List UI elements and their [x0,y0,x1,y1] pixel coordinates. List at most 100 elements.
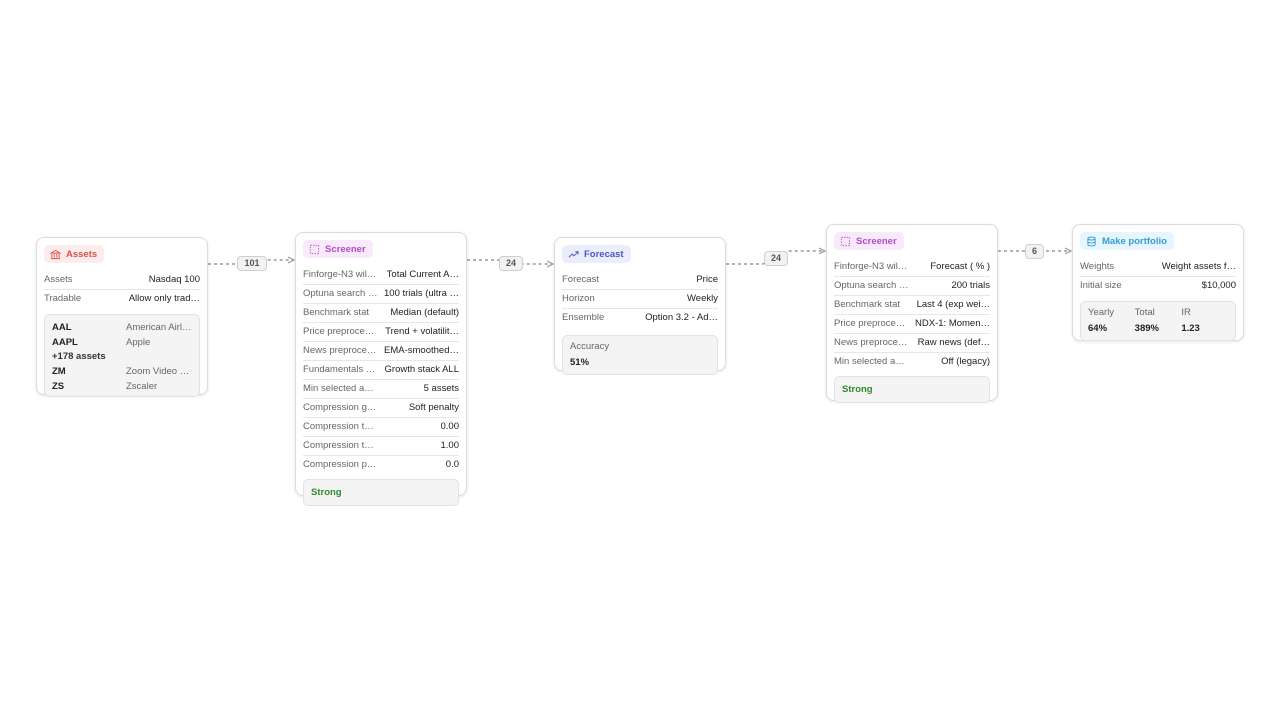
param-row[interactable]: Compression t…1.00 [303,437,459,456]
param-value: 100 trials (ultra … [384,288,459,299]
param-value: Total Current A… [386,269,459,280]
screener-node[interactable]: Screener Finforge-N3 wil…Forecast ( % ) … [826,224,998,403]
stat-label: IR [1181,306,1191,318]
screener-node-header: Screener [834,232,904,250]
param-value: 5 assets [423,383,459,394]
portfolio-params: Weights Weight assets f… Initial size $10,… [1080,258,1236,295]
param-label: Optuna search … [834,280,909,291]
node-title: Make portfolio [1102,235,1167,247]
asset-name: Zscaler [126,380,158,392]
param-row[interactable]: News preproce…EMA-smoothed… [303,342,459,361]
param-row[interactable]: Min selected a… 5 assets [303,380,459,399]
node-title: Screener [325,243,366,255]
param-row[interactable]: Weights Weight assets f… [1080,258,1236,277]
asset-symbol: ZM [52,365,66,377]
param-row[interactable]: Ensemble Option 3.2 - Ad… [562,309,718,327]
param-label: Price preproce… [303,326,375,337]
edge-count-badge: 24 [499,256,523,271]
param-label: Tradable [44,293,82,304]
param-value: Raw news (def… [917,337,990,348]
param-value: Growth stack ALL [384,364,459,375]
asset-symbol: ZS [52,380,65,392]
param-row[interactable]: Compression p…0.0 [303,456,459,474]
param-value: Allow only trad… [128,293,200,304]
node-title: Screener [856,235,897,247]
param-value: Trend + volatilit… [385,326,459,337]
screener-params: Finforge-N3 wil… Total Current A… Optuna … [303,266,459,474]
param-row[interactable]: Optuna search … 200 trials [834,277,990,296]
edge-count-badge: 6 [1025,244,1044,259]
param-value: Option 3.2 - Ad… [645,312,718,323]
param-row[interactable]: Optuna search … 100 trials (ultra … [303,285,459,304]
stat-value: 64% [1088,322,1108,334]
param-value: Forecast ( % ) [930,261,990,272]
param-row[interactable]: Fundamentals … Growth stack ALL [303,361,459,380]
param-row[interactable]: Price preproce… NDX-1: Momen… [834,315,990,334]
stat-label: Total [1134,306,1155,318]
param-label: Compression t… [303,421,374,432]
database-icon [1087,236,1096,246]
param-row[interactable]: Finforge-N3 wil… Total Current A… [303,266,459,285]
screener-params: Finforge-N3 wil…Forecast ( % ) Optuna se… [834,258,990,371]
param-row[interactable]: Min selected a…Off (legacy) [834,353,990,371]
param-label: Fundamentals … [303,364,376,375]
rating-badge: Strong [303,478,459,506]
param-label: News preproce… [834,337,908,348]
portfolio-stats: Yearly 64% Total 389% IR 1.23 [1080,300,1236,341]
stat-label: Yearly [1088,306,1115,318]
param-row[interactable]: Finforge-N3 wil…Forecast ( % ) [834,258,990,277]
param-row[interactable]: News preproce… Raw news (def… [834,334,990,353]
rating-badge: Strong [834,375,990,403]
node-title: Forecast [584,248,624,260]
param-label: Ensemble [562,312,605,323]
param-label: Min selected a… [834,356,905,367]
portfolio-node[interactable]: Make portfolio Weights Weight assets f… I… [1072,224,1244,341]
dashed-square-icon [309,244,320,254]
param-label: News preproce… [303,345,377,356]
bank-icon [50,249,61,259]
accuracy-metric: Accuracy 51% [562,334,718,375]
param-label: Initial size [1080,280,1122,291]
param-label: Price preproce… [834,318,906,329]
param-row[interactable]: Initial size $10,000 [1080,277,1236,295]
stat-total: Total 389% [1135,307,1182,334]
param-label: Min selected a… [303,383,374,394]
stat-yearly: Yearly 64% [1088,307,1135,334]
param-value: 0.0 [445,459,459,470]
param-label: Finforge-N3 wil… [303,269,377,280]
param-value: Weekly [687,293,718,304]
node-title: Assets [66,248,98,260]
screener-node[interactable]: Screener Finforge-N3 wil… Total Current A… [295,232,467,506]
param-label: Optuna search … [303,288,378,299]
param-value: 0.00 [440,421,460,432]
trend-up-icon [568,250,579,258]
param-row[interactable]: Tradable Allow only trad… [44,290,200,308]
param-value: NDX-1: Momen… [915,318,990,329]
param-row[interactable]: Compression g…Soft penalty [303,399,459,418]
param-value: 1.00 [440,440,460,451]
asset-item[interactable]: ZS Zscaler [52,379,192,394]
param-value: Weight assets f… [1161,261,1236,272]
param-row[interactable]: Compression t… 0.00 [303,418,459,437]
param-value: $10,000 [1201,280,1236,291]
param-label: Compression g… [303,402,377,413]
asset-name: Apple [126,336,151,348]
param-value: Last 4 (exp wei… [916,299,990,310]
param-label: Weights [1080,261,1115,272]
param-row[interactable]: Price preproce… Trend + volatilit… [303,323,459,342]
more-assets-label[interactable]: +178 assets [52,350,106,362]
param-value: 200 trials [951,280,990,291]
edge-count-badge: 101 [237,256,267,271]
